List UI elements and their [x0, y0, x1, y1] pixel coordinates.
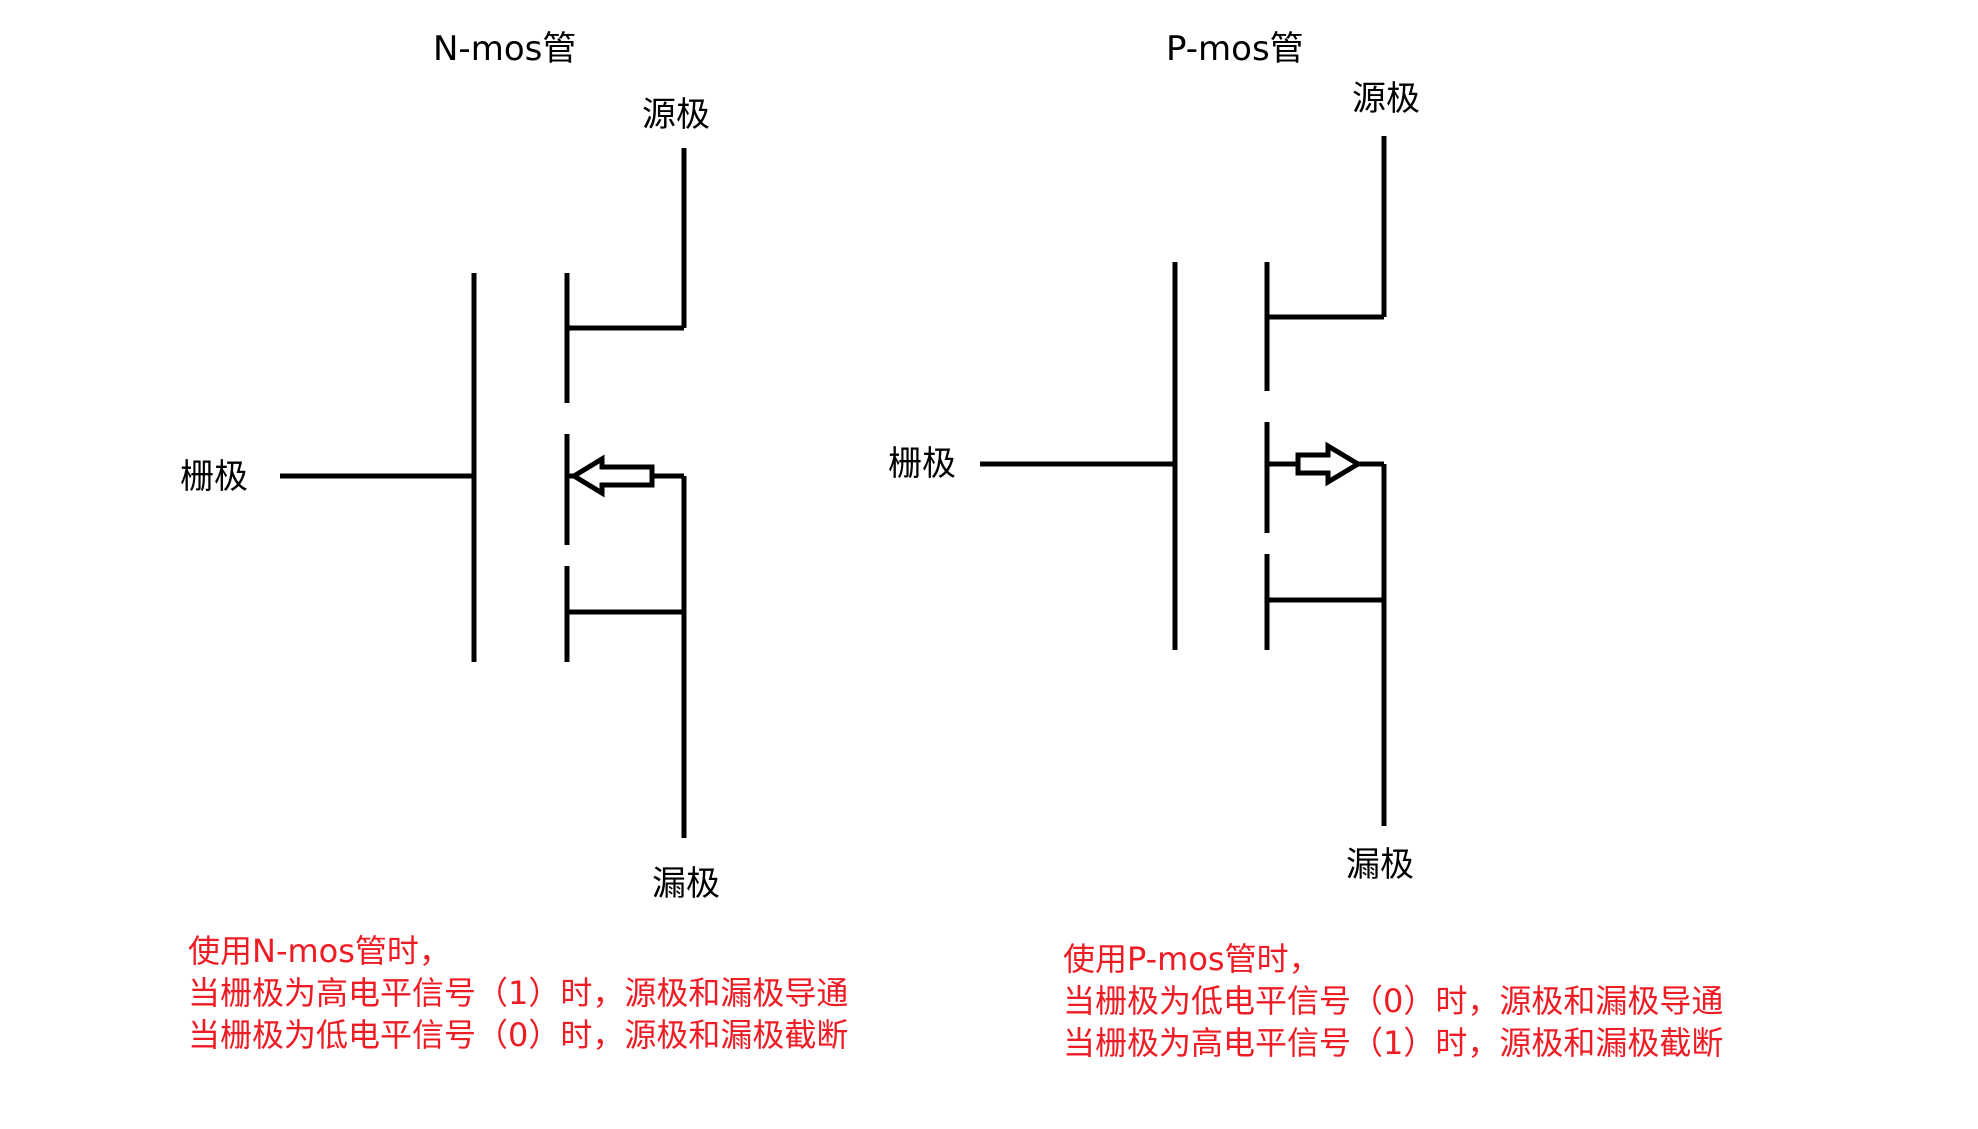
pmos-symbol: P-mos管 源极 栅极 漏极: [888, 29, 1420, 885]
pmos-note-line: 当栅极为低电平信号（0）时，源极和漏极导通: [1063, 982, 1724, 1020]
nmos-gate-label: 栅极: [180, 457, 248, 497]
nmos-symbol: N-mos管 源极 栅极 漏极: [180, 29, 720, 904]
nmos-note-line: 当栅极为低电平信号（0）时，源极和漏极截断: [188, 1016, 849, 1054]
nmos-note-line: 使用N-mos管时，: [188, 932, 451, 970]
pmos-note-line: 当栅极为高电平信号（1）时，源极和漏极截断: [1063, 1024, 1724, 1062]
pmos-note-line: 使用P-mos管时，: [1063, 940, 1321, 978]
nmos-source-label: 源极: [642, 95, 710, 135]
nmos-drain-label: 漏极: [652, 864, 720, 904]
pmos-source-label: 源极: [1352, 79, 1420, 119]
nmos-arrow-icon: [569, 454, 655, 498]
nmos-title: N-mos管: [433, 29, 576, 69]
nmos-notes: 使用N-mos管时， 当栅极为高电平信号（1）时，源极和漏极导通 当栅极为低电平…: [188, 930, 848, 1056]
nmos-note-line: 当栅极为高电平信号（1）时，源极和漏极导通: [188, 974, 849, 1012]
pmos-gate-label: 栅极: [888, 444, 956, 484]
pmos-drain-label: 漏极: [1346, 845, 1414, 885]
pmos-arrow-icon: [1295, 441, 1363, 487]
pmos-notes: 使用P-mos管时， 当栅极为低电平信号（0）时，源极和漏极导通 当栅极为高电平…: [1063, 938, 1723, 1064]
pmos-title: P-mos管: [1166, 29, 1304, 69]
